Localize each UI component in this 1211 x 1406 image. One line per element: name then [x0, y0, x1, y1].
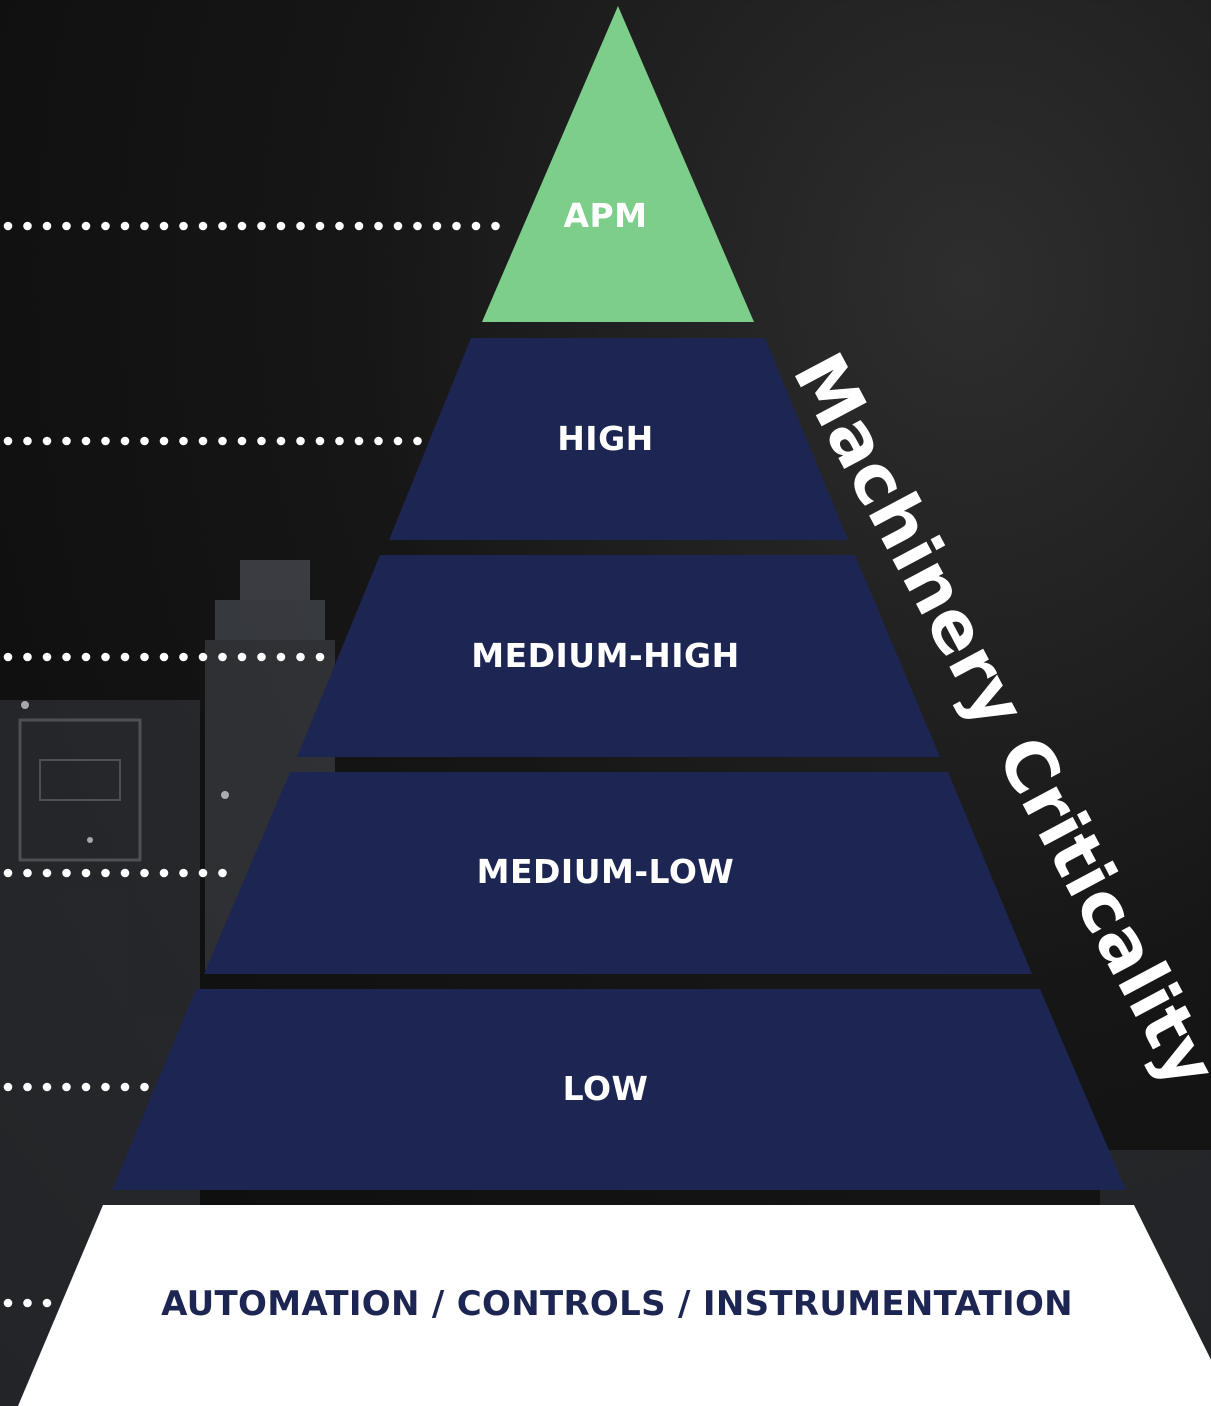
leader-dots-medium-low — [3, 868, 227, 878]
leader-dots-apm — [3, 221, 500, 231]
tier-label-medium-high: MEDIUM-HIGH — [471, 636, 740, 675]
tier-label-low: LOW — [562, 1069, 649, 1108]
tier-label-medium-low: MEDIUM-LOW — [476, 852, 735, 891]
tier-high — [389, 338, 848, 540]
tier-medium-low — [204, 772, 1032, 974]
background-light-flares — [21, 701, 229, 843]
tier-low — [112, 989, 1126, 1190]
tier-apm — [482, 6, 754, 322]
tier-label-apm: APM — [563, 196, 648, 235]
leader-dots-group — [3, 221, 500, 1308]
pyramid-tiers — [18, 6, 1211, 1406]
tier-base — [18, 1205, 1211, 1406]
leader-dots-high — [3, 436, 422, 446]
leader-dots-medium-high — [3, 652, 325, 662]
tier-medium-high — [297, 555, 940, 757]
leader-dots-base — [3, 1298, 52, 1308]
tier-label-high: HIGH — [557, 419, 654, 458]
leader-dots-low — [3, 1082, 149, 1092]
base-label: AUTOMATION / CONTROLS / INSTRUMENTATION — [161, 1284, 1073, 1324]
